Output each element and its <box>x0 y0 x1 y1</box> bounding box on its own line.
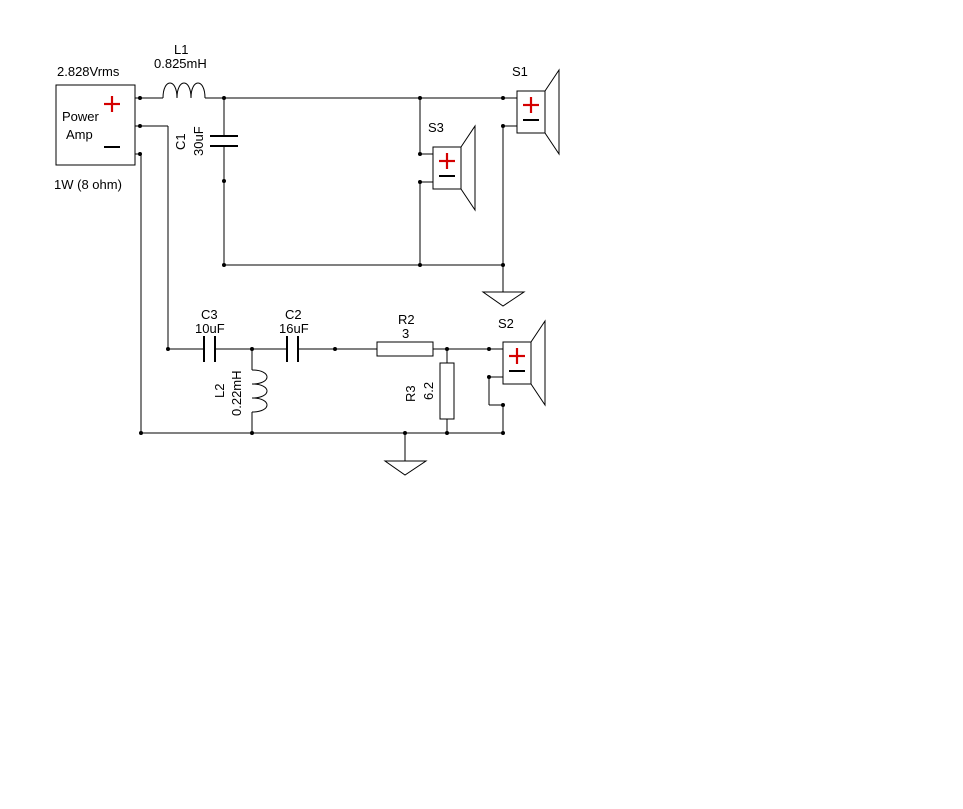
l1-ref-label: L1 <box>174 42 188 57</box>
inductor-l1-coil-icon <box>162 82 206 99</box>
l2-ref-label: L2 <box>212 384 227 398</box>
junction-dot <box>222 263 226 267</box>
ground-icon-lower <box>383 460 428 476</box>
source-rating-label: 1W (8 ohm) <box>54 177 122 192</box>
s3-cone-icon <box>460 124 476 212</box>
capacitor-c3: C3 10uF <box>195 307 225 362</box>
junction-dot <box>487 375 491 379</box>
speaker-s2: S2 <box>498 316 546 407</box>
ground-icon-upper <box>481 291 526 307</box>
power-amp-box <box>55 84 136 166</box>
junction-dot <box>139 431 143 435</box>
resistor-r2: R2 3 <box>376 312 434 357</box>
l1-value-label: 0.825mH <box>154 56 207 71</box>
junction-dot <box>222 96 226 100</box>
inductor-l2-coil-icon <box>251 369 268 413</box>
junction-dot <box>138 124 142 128</box>
junction-dot <box>250 431 254 435</box>
c1-ref-label: C1 <box>173 133 188 150</box>
junction-dot <box>487 347 491 351</box>
junction-dot <box>418 263 422 267</box>
junction-dot <box>418 180 422 184</box>
s1-cone-icon <box>544 68 560 156</box>
c2-ref-label: C2 <box>285 307 302 322</box>
junction-dot <box>333 347 337 351</box>
r3-value-label: 6.2 <box>421 382 436 400</box>
inductor-l1: L1 0.825mH <box>154 42 207 99</box>
junction-dot <box>445 347 449 351</box>
resistor-r3: R3 6.2 <box>403 362 455 420</box>
c3-value-label: 10uF <box>195 321 225 336</box>
junction-dot <box>403 431 407 435</box>
c1-value-label: 30uF <box>191 126 206 156</box>
junctions <box>138 96 505 435</box>
junction-dot <box>418 152 422 156</box>
junction-dot <box>501 263 505 267</box>
junction-dot <box>501 431 505 435</box>
s2-ref-label: S2 <box>498 316 514 331</box>
r2-ref-label: R2 <box>398 312 415 327</box>
r3-body <box>439 362 455 420</box>
junction-dot <box>445 431 449 435</box>
junction-dot <box>222 179 226 183</box>
r2-value-label: 3 <box>402 326 409 341</box>
c3-ref-label: C3 <box>201 307 218 322</box>
s1-ref-label: S1 <box>512 64 528 79</box>
power-amp: 2.828Vrms Power Amp 1W (8 ohm) <box>54 64 136 192</box>
junction-dot <box>138 152 142 156</box>
junction-dot <box>250 347 254 351</box>
power-amp-name-line2: Amp <box>66 127 93 142</box>
junction-dot <box>166 347 170 351</box>
capacitor-c1: C1 30uF <box>173 126 238 156</box>
junction-dot <box>418 96 422 100</box>
speaker-s1: S1 <box>512 64 560 156</box>
power-amp-name-line1: Power <box>62 109 100 124</box>
junction-dot <box>501 96 505 100</box>
capacitor-c2: C2 16uF <box>279 307 309 362</box>
s2-cone-icon <box>530 319 546 407</box>
c2-value-label: 16uF <box>279 321 309 336</box>
inductor-l2: L2 0.22mH <box>212 369 268 416</box>
source-voltage-label: 2.828Vrms <box>57 64 120 79</box>
junction-dot <box>138 96 142 100</box>
s3-ref-label: S3 <box>428 120 444 135</box>
l2-value-label: 0.22mH <box>229 370 244 416</box>
speaker-s3: S3 <box>428 120 476 212</box>
junction-dot <box>501 403 505 407</box>
junction-dot <box>501 124 505 128</box>
r3-ref-label: R3 <box>403 385 418 402</box>
r2-body <box>376 341 434 357</box>
